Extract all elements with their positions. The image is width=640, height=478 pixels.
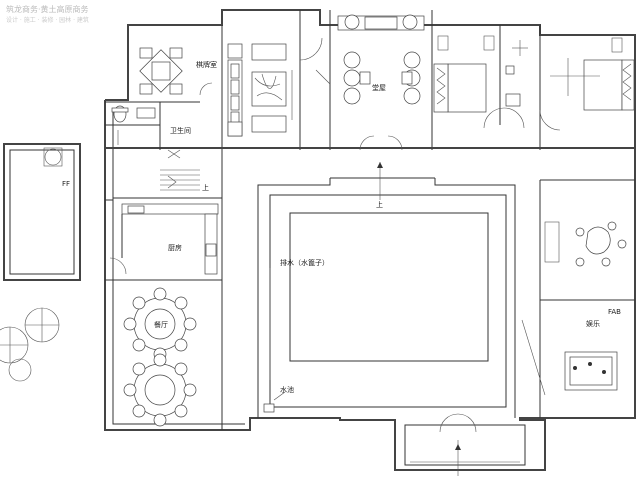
bedroom-2 [539, 37, 635, 131]
drain-label: 排水（水篦子） [280, 258, 329, 267]
hall-furniture [337, 14, 425, 151]
kitchen-counters [105, 203, 222, 281]
room-label-dining: 餐厅 [154, 320, 168, 329]
watermark-line1: 筑龙商务·黄土高原商务 [6, 4, 89, 14]
room-label-entertainment: 娱乐 [586, 319, 600, 328]
chess-table [139, 47, 183, 95]
pool-label: 水池 [280, 385, 294, 394]
stairs [160, 169, 200, 191]
stairs-up-label: 上 [202, 183, 209, 192]
room-label-chess: 棋牌室 [196, 60, 217, 69]
courtyard-up-label: 上 [376, 200, 383, 209]
tea-table [544, 221, 627, 267]
room-label-bathroom: 卫生间 [170, 126, 191, 135]
bathroom-fixtures [111, 105, 181, 159]
courtyard [257, 177, 516, 418]
outer-walls [104, 9, 636, 471]
fridge-label: FF [62, 180, 70, 188]
billiard-table [521, 319, 618, 396]
room-label-hall: 堂屋 [372, 83, 386, 92]
sink-tag-label: FAB [608, 308, 621, 316]
watermark-line2: 设计 · 施工 · 装修 · 园林 · 建筑 [6, 16, 89, 24]
tree-icon [0, 307, 60, 382]
bedroom-1 [433, 35, 528, 129]
dining-table-2 [123, 353, 197, 427]
outbuilding: FF [3, 143, 81, 281]
entrance [404, 413, 526, 476]
living-room-furniture [227, 43, 293, 137]
room-label-kitchen: 厨房 [168, 243, 182, 252]
